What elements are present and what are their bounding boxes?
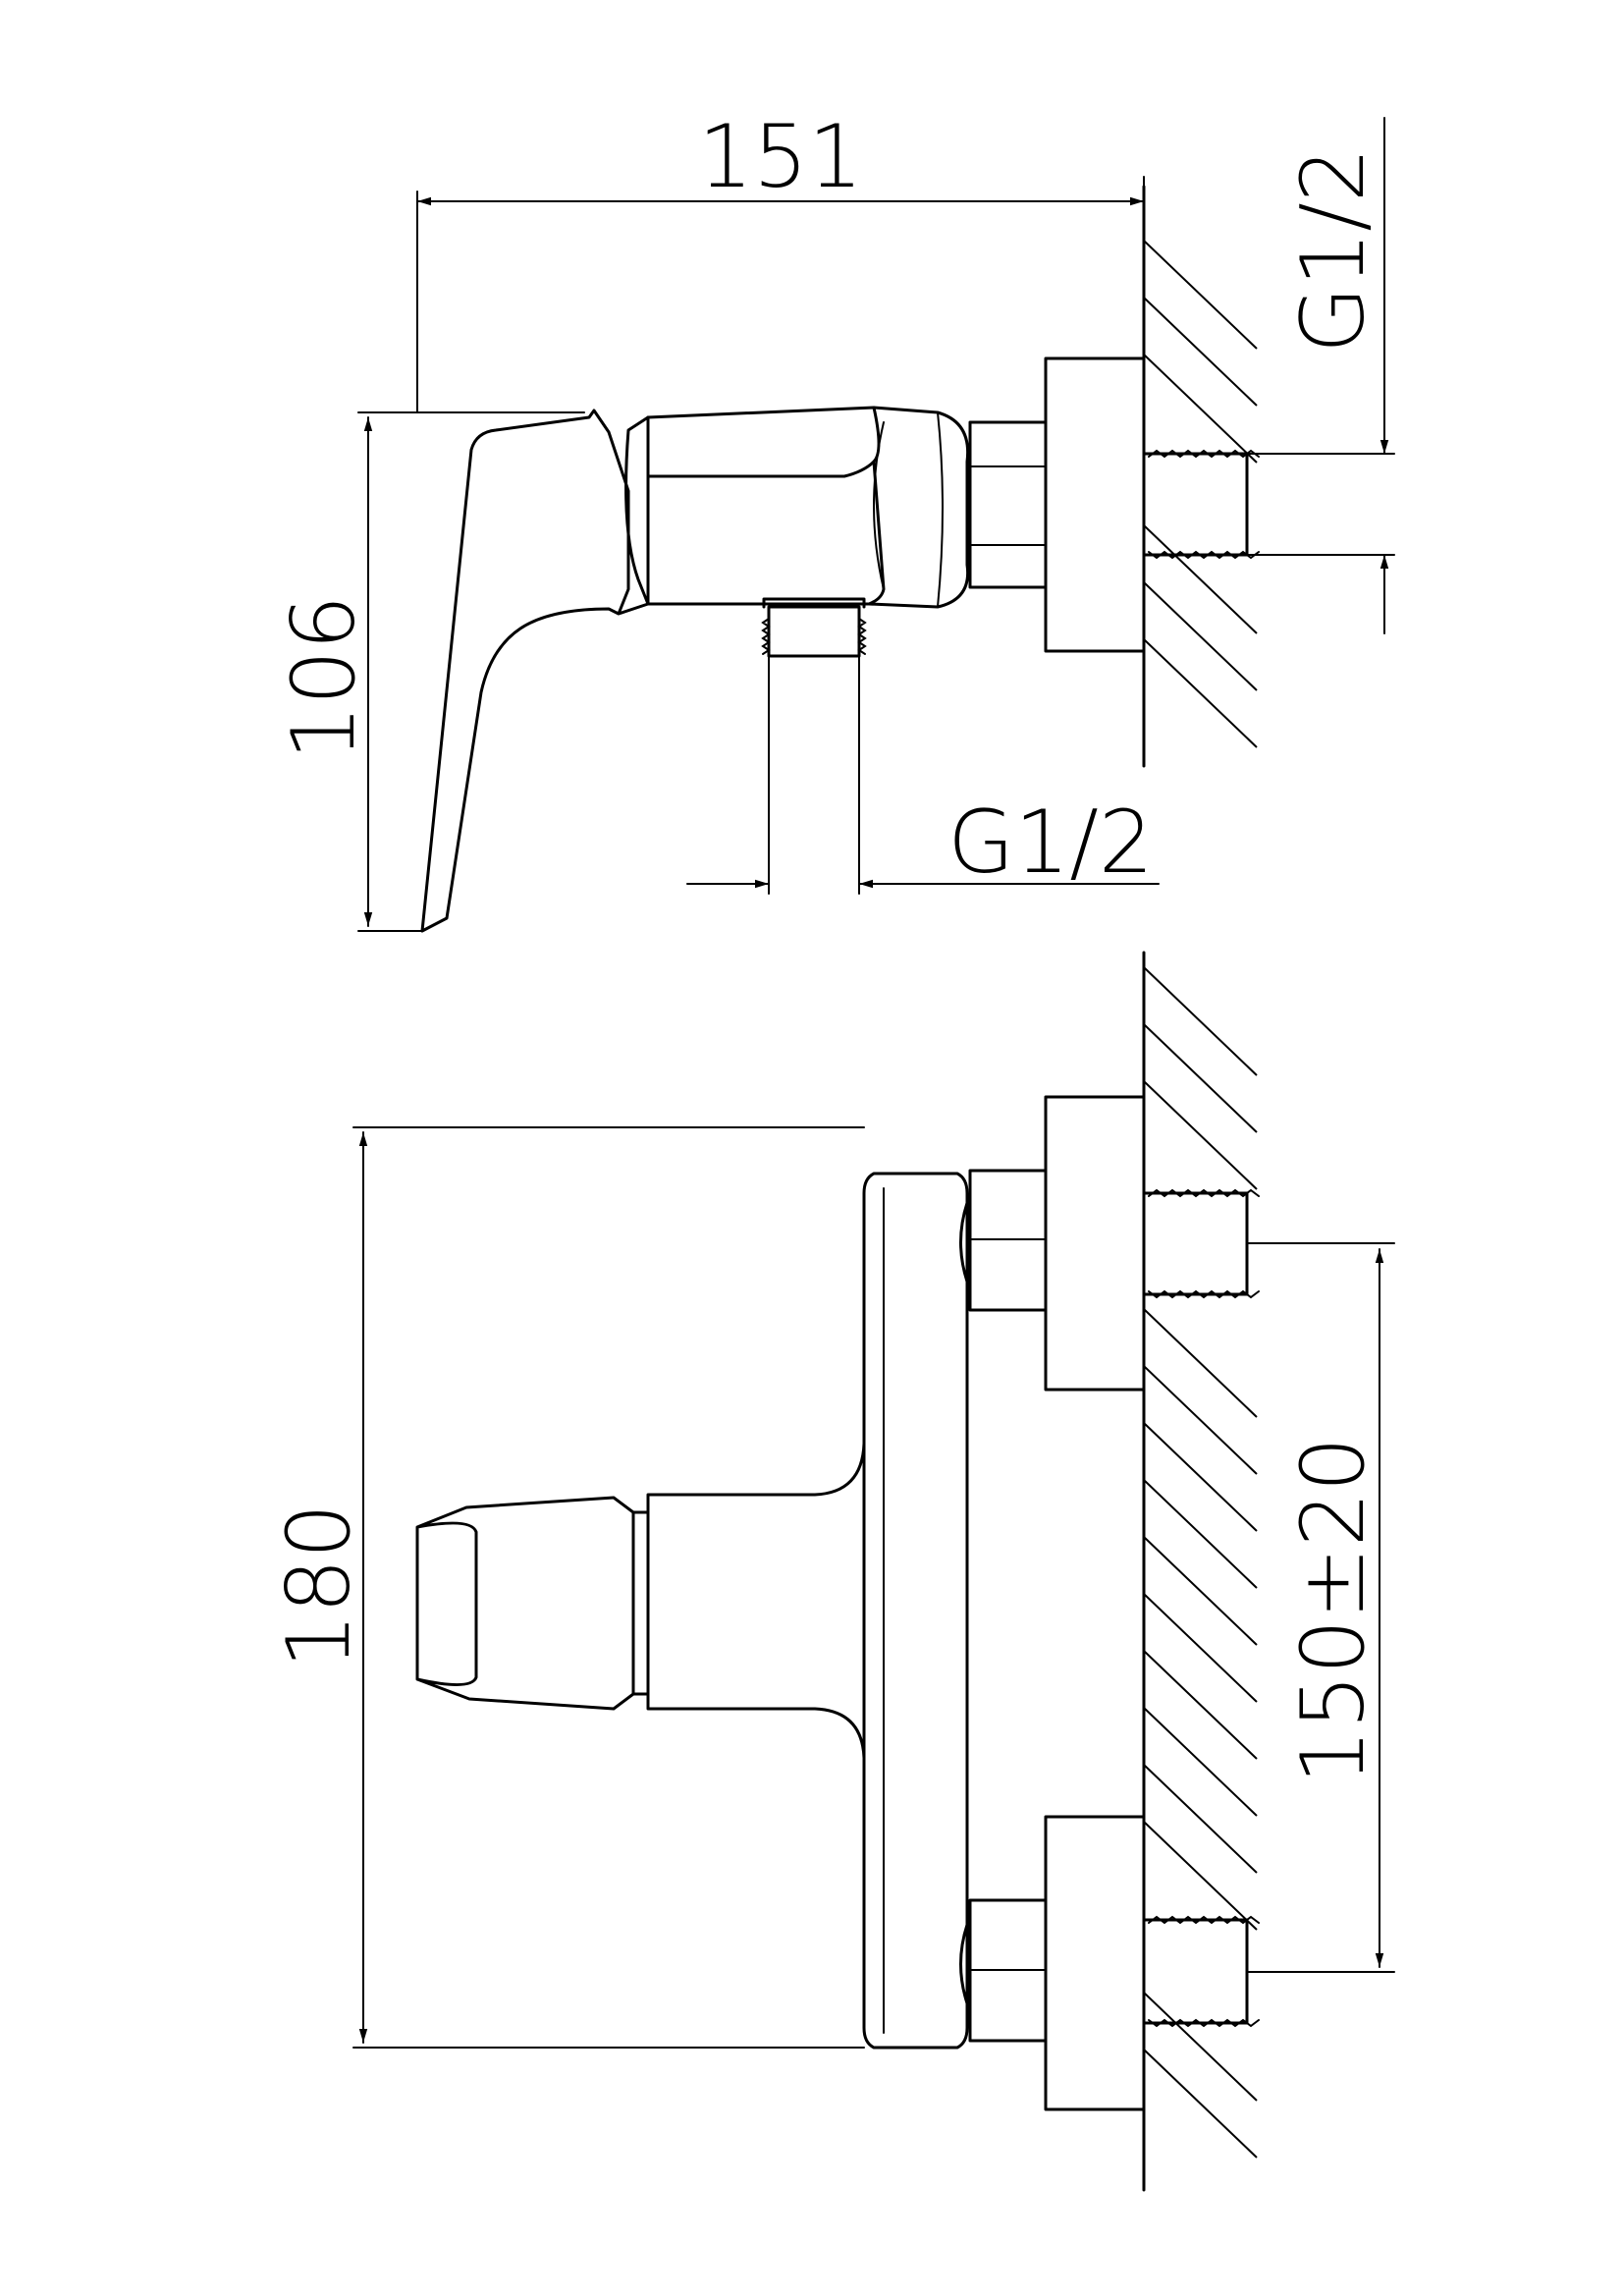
valve-body-side — [646, 406, 970, 609]
dim-spacing-label: 150±20 — [1282, 1437, 1383, 1784]
hatch-line — [1143, 1308, 1258, 1418]
hatch-line — [1143, 1650, 1258, 1760]
hatch-line — [1143, 240, 1258, 350]
dim-106-label: 106 — [273, 595, 374, 760]
dim-outlet-thread-label: G1/2 — [947, 792, 1154, 893]
hatch-line — [1143, 1365, 1258, 1475]
side-view: 151 106 G1/2 G1/2 — [273, 106, 1395, 933]
hatch-line — [1143, 1422, 1258, 1532]
dim-wall-thread-label: G1/2 — [1282, 147, 1383, 354]
dim-151-label: 151 — [698, 106, 863, 207]
valve-body-front — [631, 1172, 969, 2050]
wall-flange-lower — [1044, 1815, 1146, 2111]
handle-front — [415, 1496, 635, 1711]
wall-hatch-top — [1143, 240, 1258, 748]
hatch-line — [1143, 638, 1258, 748]
hatch-line — [1143, 1764, 1258, 1874]
hatch-line — [1143, 1821, 1258, 1931]
hatch-line — [1143, 1707, 1258, 1817]
hex-nut-side — [968, 420, 1048, 589]
hatch-line — [1143, 1593, 1258, 1703]
wall-hatch-bottom — [1143, 966, 1258, 2159]
inlet-pipe-side — [1142, 449, 1260, 560]
hatch-line — [1143, 2049, 1258, 2159]
front-view: 180 150±20 — [268, 951, 1395, 2192]
lever-handle-side — [420, 409, 650, 933]
hatch-line — [1143, 1536, 1258, 1646]
outlet-side — [761, 597, 867, 895]
hatch-line — [1143, 354, 1258, 464]
wall-flange-upper — [1044, 1095, 1146, 1392]
hatch-line — [1143, 297, 1258, 407]
hatch-line — [1143, 1479, 1258, 1589]
hatch-line — [1143, 581, 1258, 691]
wall-flange-side — [1044, 356, 1146, 653]
hatch-line — [1143, 1080, 1258, 1190]
hatch-line — [1143, 524, 1258, 634]
hatch-line — [1143, 966, 1258, 1076]
hatch-line — [1143, 1023, 1258, 1133]
hatch-line — [1143, 1992, 1258, 2102]
inlet-pipe-upper — [1142, 1188, 1260, 1299]
dim-180-label: 180 — [268, 1503, 369, 1668]
